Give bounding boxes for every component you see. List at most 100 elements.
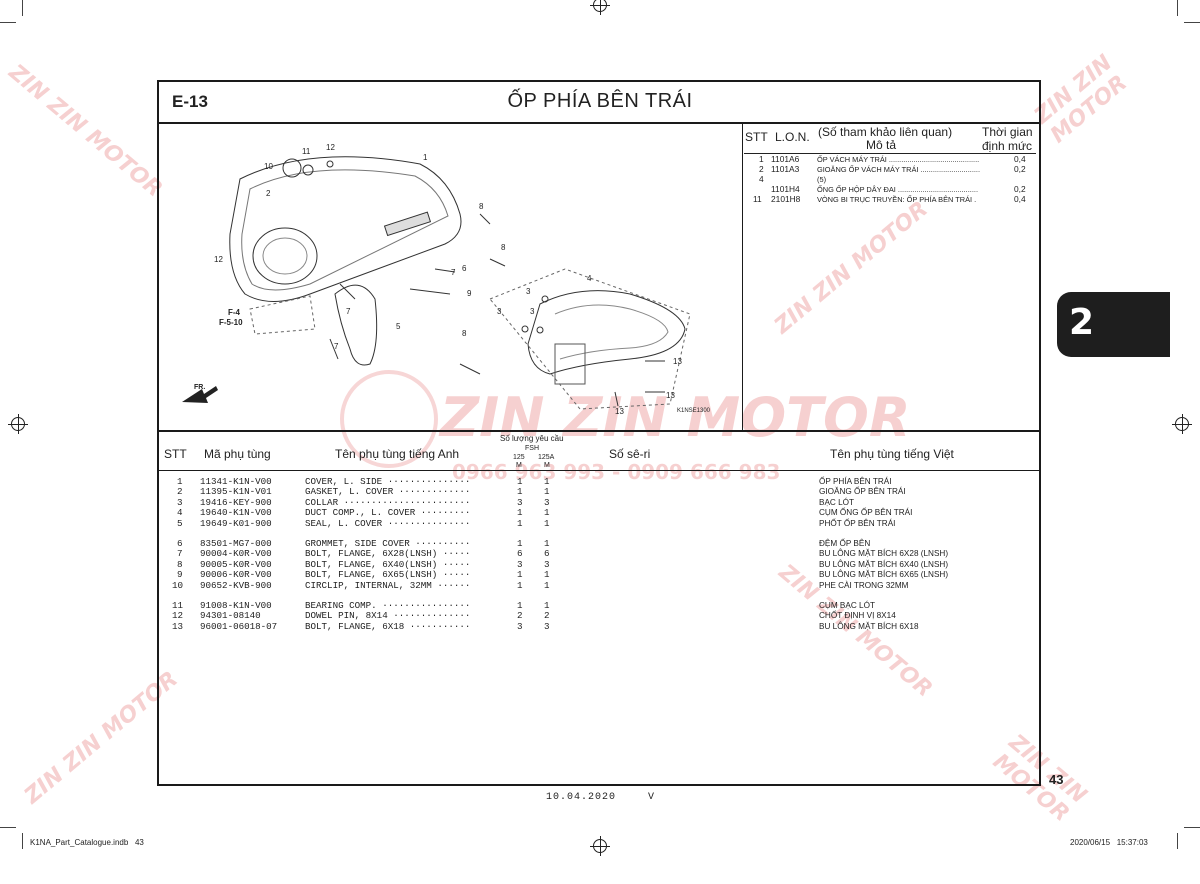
svg-text:6: 6 bbox=[462, 264, 467, 273]
registration-mark-right bbox=[1172, 414, 1192, 434]
table-row: 12 94301-08140 DOWEL PIN, 8X14 ·········… bbox=[172, 610, 896, 622]
parts-header-qty: Số lượng yêu cầu bbox=[500, 434, 564, 443]
exploded-diagram: 1 2 3 3 3 4 5 6 7 7 7 8 8 8 9 10 11 12 1… bbox=[182, 143, 711, 416]
page-title: ỐP PHÍA BÊN TRÁI bbox=[507, 90, 693, 112]
crop-mark bbox=[1177, 0, 1178, 16]
footer-version: V bbox=[648, 792, 655, 803]
watermark-logo-center bbox=[340, 370, 438, 468]
cover-logo bbox=[383, 211, 432, 237]
svg-text:13: 13 bbox=[615, 407, 624, 416]
svg-text:5: 5 bbox=[396, 322, 401, 331]
page-number: 43 bbox=[1049, 772, 1064, 787]
parts-header-serial: Số sê-ri bbox=[609, 447, 651, 461]
table-row: 5 19649-K01-900 SEAL, L. COVER ·········… bbox=[177, 517, 896, 529]
svg-text:1: 1 bbox=[423, 153, 428, 162]
svg-text:8: 8 bbox=[462, 329, 467, 338]
watermark-brand-tl: ZIN ZIN MOTOR bbox=[3, 60, 167, 203]
parts-group-3: 11 91008-K1N-V00 BEARING COMP. ·········… bbox=[160, 600, 1030, 632]
table-row: 4 19640-K1N-V00 DUCT COMP., L. COVER ···… bbox=[177, 507, 913, 519]
lon-header-time-bottom: định mức bbox=[982, 139, 1033, 153]
lon-rows: 1 1101A6 ỐP VÁCH MÁY TRÁI ..............… bbox=[745, 154, 1037, 205]
front-arrow bbox=[182, 386, 218, 403]
crop-mark bbox=[1184, 22, 1200, 23]
file-info-left: K1NA_Part_Catalogue.indb 43 bbox=[30, 838, 144, 847]
crop-mark bbox=[22, 833, 23, 849]
lon-row: 1101H4 ỐNG ỐP HỘP DÂY ĐAI ..............… bbox=[771, 184, 1026, 194]
ref-f510: F-5-10 bbox=[219, 318, 243, 327]
watermark-brand-tr: ZIN ZIN MOTOR bbox=[1030, 50, 1133, 149]
seal-ring bbox=[282, 158, 302, 178]
figure-code: K1NSE1300 bbox=[677, 408, 711, 414]
svg-text:12: 12 bbox=[214, 255, 223, 264]
svg-text:7: 7 bbox=[346, 307, 351, 316]
table-header-divider bbox=[157, 470, 1041, 471]
parts-header-qty-col2-a: 125A bbox=[538, 454, 555, 461]
parts-header-qty-col1-b: M bbox=[516, 462, 522, 469]
parts-header-part-no: Mã phụ tùng bbox=[204, 447, 271, 461]
table-row: 6 83501-MG7-000 GROMMET, SIDE COVER ····… bbox=[177, 538, 871, 549]
table-row: 7 90004-K0R-V00 BOLT, FLANGE, 6X28(LNSH)… bbox=[177, 548, 949, 560]
table-row: 9 90006-K0R-V00 BOLT, FLANGE, 6X65(LNSH)… bbox=[177, 569, 949, 581]
crop-mark bbox=[22, 0, 23, 16]
diagram-divider bbox=[742, 122, 743, 432]
svg-text:7: 7 bbox=[451, 268, 456, 277]
parts-header-qty-col1-a: 125 bbox=[513, 454, 525, 461]
lon-header-time-top: Thời gian bbox=[982, 125, 1033, 139]
lon-header-lon: L.O.N. bbox=[775, 130, 810, 144]
table-row: 1 11341-K1N-V00 COVER, L. SIDE ·········… bbox=[177, 476, 892, 487]
lon-row: 2 1101A3 GIOĂNG ỐP VÁCH MÁY TRÁI .......… bbox=[759, 164, 1026, 174]
svg-text:4: 4 bbox=[587, 274, 592, 283]
svg-text:12: 12 bbox=[326, 143, 335, 152]
svg-text:3: 3 bbox=[530, 307, 535, 316]
table-row: 3 19416-KEY-900 COLLAR ·················… bbox=[177, 496, 855, 508]
svg-text:8: 8 bbox=[501, 243, 506, 252]
left-cover-shape bbox=[229, 156, 462, 302]
crop-mark bbox=[0, 22, 16, 23]
table-row: 11 91008-K1N-V00 BEARING COMP. ·········… bbox=[172, 600, 875, 611]
gasket bbox=[334, 284, 378, 366]
table-row: 8 90005-K0R-V00 BOLT, FLANGE, 6X40(LNSH)… bbox=[177, 558, 949, 570]
footer-date: 10.04.2020 bbox=[546, 792, 617, 803]
parts-group-2: 6 83501-MG7-000 GROMMET, SIDE COVER ····… bbox=[160, 538, 1030, 591]
section-tab: 2 bbox=[1057, 292, 1170, 357]
file-info-right: 2020/06/15 15:37:03 bbox=[1070, 838, 1148, 847]
section-code: E-13 bbox=[172, 92, 208, 111]
title-divider bbox=[157, 122, 1041, 124]
table-divider bbox=[157, 430, 1041, 432]
svg-text:3: 3 bbox=[497, 307, 502, 316]
parts-header-stt: STT bbox=[164, 447, 187, 461]
crop-mark bbox=[0, 827, 16, 828]
duct-comp bbox=[527, 290, 686, 375]
registration-mark-top bbox=[590, 0, 610, 15]
parts-group-1: 1 11341-K1N-V00 COVER, L. SIDE ·········… bbox=[160, 476, 1030, 529]
table-row: 10 90652-KVB-900 CIRCLIP, INTERNAL, 32MM… bbox=[172, 579, 909, 591]
ref-f4: F-4 bbox=[228, 308, 241, 317]
registration-mark-bottom bbox=[590, 836, 610, 856]
parts-header-qty-model: FSH bbox=[525, 445, 539, 452]
lon-header-desc-bottom: Mô tả bbox=[866, 138, 897, 152]
watermark-phones-center: 0966 963 993 - 0909 666 983 bbox=[452, 460, 781, 484]
parts-header-name-vi: Tên phụ tùng tiếng Việt bbox=[830, 447, 954, 461]
cover-hole bbox=[252, 227, 318, 285]
lon-header-stt: STT bbox=[745, 130, 768, 144]
lon-header-desc-top: (Số tham khảo liên quan) bbox=[818, 125, 953, 139]
svg-text:3: 3 bbox=[526, 287, 531, 296]
crop-mark bbox=[1184, 827, 1200, 828]
svg-text:13: 13 bbox=[666, 391, 675, 400]
svg-text:9: 9 bbox=[467, 289, 472, 298]
lon-header-line bbox=[744, 153, 1036, 154]
svg-text:2: 2 bbox=[266, 189, 271, 198]
svg-text:8: 8 bbox=[479, 202, 484, 211]
registration-mark-left bbox=[8, 414, 28, 434]
parts-header-qty-col2-b: M bbox=[544, 462, 550, 469]
lon-row: 4 (5) bbox=[759, 174, 827, 184]
table-row: 13 96001-06018-07 BOLT, FLANGE, 6X18 ···… bbox=[172, 620, 919, 632]
lon-row: 1 1101A6 ỐP VÁCH MÁY TRÁI ..............… bbox=[759, 154, 1026, 164]
parts-header-name-en: Tên phụ tùng tiếng Anh bbox=[335, 447, 460, 461]
table-row: 2 11395-K1N-V01 GASKET, L. COVER ·······… bbox=[177, 486, 906, 498]
front-label: FR. bbox=[194, 384, 205, 391]
watermark-brand-center: ZIN ZIN MOTOR bbox=[440, 386, 911, 449]
svg-text:7: 7 bbox=[334, 342, 339, 351]
lon-row: 11 2101H8 VÒNG BI TRỤC TRUYỀN: ỐP PHÍA B… bbox=[753, 194, 1026, 204]
svg-text:10: 10 bbox=[264, 162, 273, 171]
